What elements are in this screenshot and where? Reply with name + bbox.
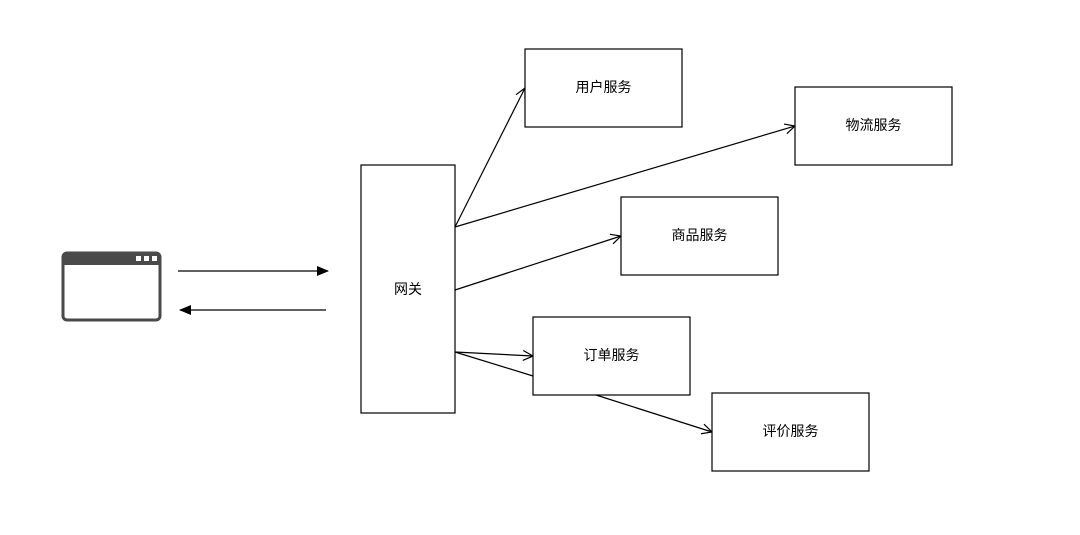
product-service-label: 商品服务: [672, 228, 728, 244]
edge-gateway-logistics: [454, 126, 795, 228]
review-service-label: 评价服务: [763, 424, 819, 440]
edge-gateway-product: [454, 236, 621, 291]
edge-gateway-order: [454, 352, 533, 356]
logistics-service-label: 物流服务: [846, 118, 902, 134]
browser-window-icon: [61, 251, 162, 322]
logistics-service-node: 物流服务: [794, 86, 953, 166]
edge-gateway-order-review: [454, 351, 534, 377]
edge-order-review: [595, 394, 712, 432]
edge-gateway-user: [454, 88, 525, 228]
user-service-label: 用户服务: [576, 79, 632, 96]
order-service-node: 订单服务: [532, 316, 691, 396]
order-service-label: 订单服务: [584, 348, 640, 364]
review-service-node: 评价服务: [711, 392, 870, 472]
gateway-label: 网关: [394, 282, 422, 298]
product-service-node: 商品服务: [620, 196, 779, 276]
user-service-node: 用户服务: [524, 48, 683, 128]
gateway-node: 网关: [360, 164, 456, 414]
